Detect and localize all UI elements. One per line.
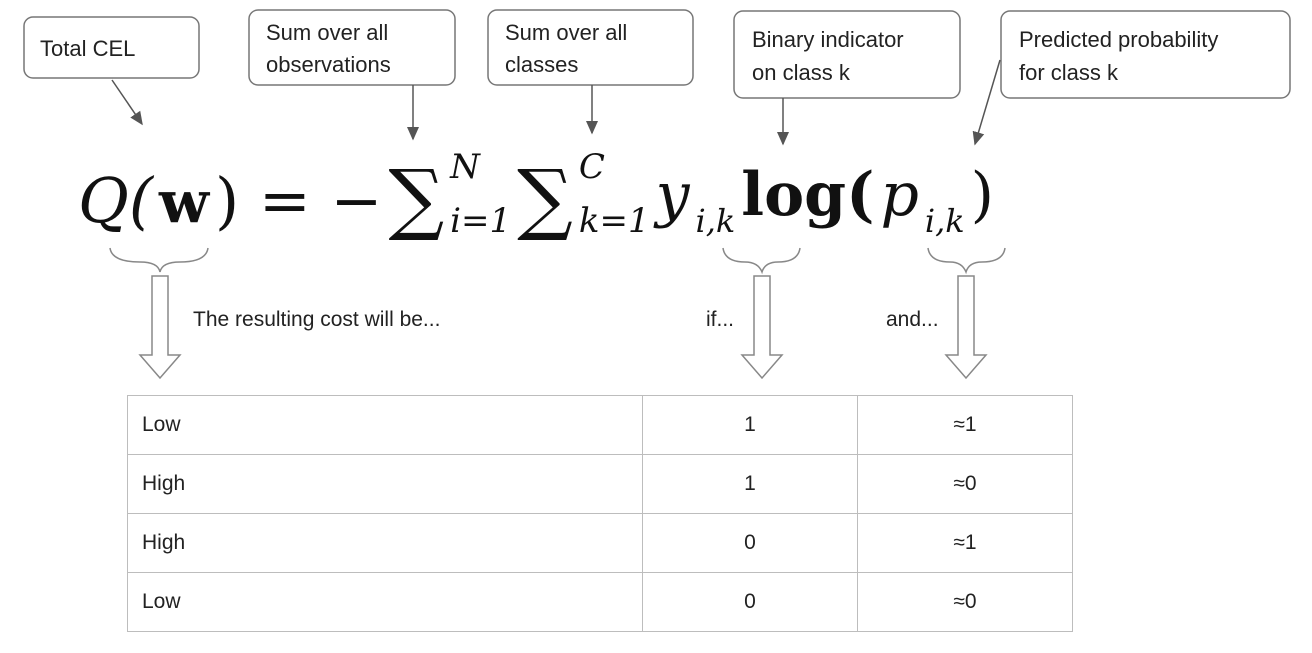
- formula-log: log(: [741, 160, 874, 230]
- callout-text: Binary indicator: [752, 27, 904, 52]
- y-cell: 0: [642, 572, 858, 632]
- callout-predicted-probability: Predicted probability for class k: [972, 10, 1291, 146]
- callout-text: observations: [266, 52, 391, 77]
- cost-cell: Low: [127, 395, 643, 455]
- table-row: High 0 ≈1: [127, 513, 1073, 573]
- callout-binary-indicator: Binary indicator on class k: [733, 10, 961, 146]
- p-cell: ≈0: [857, 454, 1073, 514]
- arrow: [972, 59, 1001, 146]
- formula-w: w: [158, 168, 211, 236]
- table-row: High 1 ≈0: [127, 454, 1073, 514]
- cost-cell: High: [127, 454, 643, 514]
- callout-text: Total CEL: [40, 36, 135, 61]
- brace-icon: [109, 247, 209, 273]
- callout-text: Predicted probability: [1019, 27, 1218, 52]
- callout-text: classes: [505, 52, 578, 77]
- sum-upper-c: C: [579, 147, 605, 187]
- callout-text: on class k: [752, 60, 851, 85]
- formula-p-subscript: i,k: [925, 202, 965, 240]
- hollow-down-arrow-icon: [944, 275, 988, 380]
- sum-symbol-c: ∑: [517, 154, 573, 244]
- formula: Q( w ) = − ∑ N i=1 ∑ C k=1 y i,k log( p …: [78, 147, 994, 244]
- callout-total-cel: Total CEL: [23, 16, 200, 126]
- sum-symbol-n: ∑: [388, 154, 444, 244]
- table-row: Low 1 ≈1: [127, 395, 1073, 455]
- cost-table: Low 1 ≈1 High 1 ≈0 High 0 ≈1 Low 0 ≈0: [127, 395, 1073, 632]
- formula-y: y: [653, 160, 691, 230]
- cost-cell: Low: [127, 572, 643, 632]
- callout-text: Sum over all: [266, 20, 388, 45]
- formula-y-subscript: i,k: [696, 202, 736, 240]
- brace-icon: [722, 247, 801, 275]
- sum-lower-k: k=1: [579, 201, 650, 241]
- callout-sum-classes: Sum over all classes: [487, 9, 694, 135]
- hollow-down-arrow-icon: [138, 275, 182, 380]
- p-cell: ≈1: [857, 395, 1073, 455]
- table-row: Low 0 ≈0: [127, 572, 1073, 632]
- cost-cell: High: [127, 513, 643, 573]
- callout-text: Sum over all: [505, 20, 627, 45]
- sum-lower-i: i=1: [450, 201, 511, 241]
- y-cell: 1: [642, 454, 858, 514]
- label-if: if...: [706, 308, 734, 331]
- callout-sum-observations: Sum over all observations: [248, 9, 456, 141]
- sum-upper-n: N: [449, 147, 481, 187]
- formula-q: Q(: [78, 164, 155, 237]
- formula-equals: ) = −: [215, 164, 383, 237]
- brace-arrows: [109, 247, 1006, 380]
- p-cell: ≈0: [857, 572, 1073, 632]
- hollow-down-arrow-icon: [740, 275, 784, 380]
- arrow: [111, 79, 143, 126]
- formula-close-paren: ): [971, 160, 994, 230]
- y-cell: 0: [642, 513, 858, 573]
- p-cell: ≈1: [857, 513, 1073, 573]
- label-resulting-cost: The resulting cost will be...: [193, 308, 440, 331]
- brace-icon: [927, 247, 1006, 275]
- formula-p: p: [880, 160, 918, 230]
- label-and: and...: [886, 308, 939, 331]
- callout-text: for class k: [1019, 60, 1119, 85]
- y-cell: 1: [642, 395, 858, 455]
